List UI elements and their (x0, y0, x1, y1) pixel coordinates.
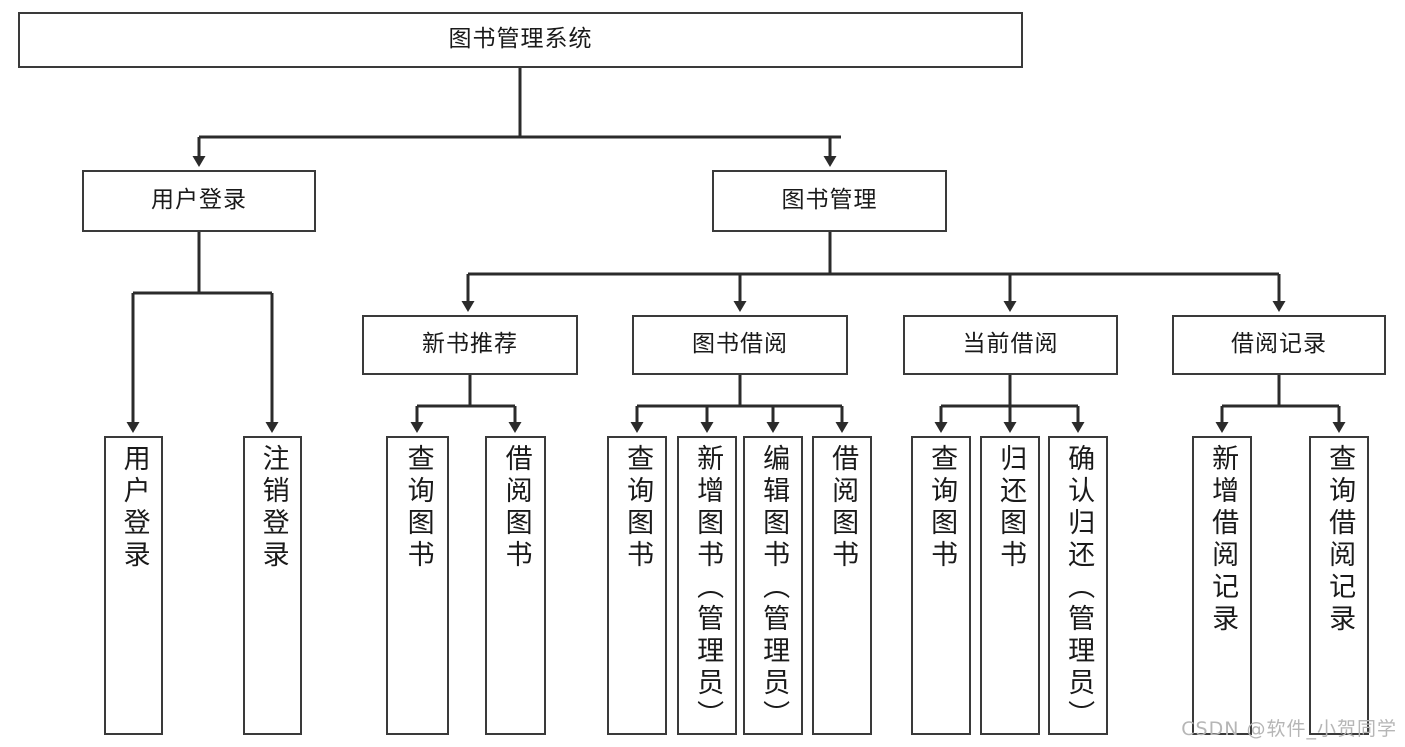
leaf-query-book-3[interactable]: 查询图书 (911, 436, 971, 735)
node-new-book-rec-label: 新书推荐 (422, 331, 518, 358)
node-root-label: 图书管理系统 (448, 26, 593, 53)
leaf-user-login[interactable]: 用户登录 (104, 436, 163, 735)
node-root[interactable]: 图书管理系统 (18, 12, 1023, 68)
node-current-borrow-label: 当前借阅 (962, 331, 1059, 358)
leaf-add-record-label: 新增借阅记录 (1207, 444, 1239, 636)
leaf-borrow-book-2[interactable]: 借阅图书 (812, 436, 872, 735)
leaf-query-record-label: 查询借阅记录 (1324, 444, 1356, 636)
leaf-edit-book[interactable]: 编辑图书（管理员） (743, 436, 803, 735)
node-borrow-record[interactable]: 借阅记录 (1172, 315, 1386, 375)
leaf-logout[interactable]: 注销登录 (243, 436, 302, 735)
leaf-query-record[interactable]: 查询借阅记录 (1309, 436, 1369, 735)
leaf-confirm-return[interactable]: 确认归还（管理员） (1048, 436, 1108, 735)
leaf-borrow-book-1-label: 借阅图书 (500, 444, 532, 572)
leaf-borrow-book-1[interactable]: 借阅图书 (485, 436, 546, 735)
csdn-watermark: CSDN @软件_小贺同学 (1181, 718, 1397, 740)
leaf-query-book-1-label: 查询图书 (402, 444, 434, 572)
node-user-login[interactable]: 用户登录 (82, 170, 316, 232)
leaf-return-book[interactable]: 归还图书 (980, 436, 1040, 735)
node-user-login-label: 用户登录 (151, 187, 247, 214)
leaf-return-book-label: 归还图书 (995, 444, 1027, 572)
node-book-borrow-label: 图书借阅 (692, 331, 788, 358)
leaf-edit-book-label: 编辑图书（管理员） (758, 444, 790, 732)
leaf-query-book-2-label: 查询图书 (622, 444, 654, 572)
node-book-borrow[interactable]: 图书借阅 (632, 315, 848, 375)
node-current-borrow[interactable]: 当前借阅 (903, 315, 1118, 375)
leaf-query-book-1[interactable]: 查询图书 (386, 436, 449, 735)
node-new-book-rec[interactable]: 新书推荐 (362, 315, 578, 375)
leaf-logout-label: 注销登录 (257, 444, 289, 572)
leaf-add-book-label: 新增图书（管理员） (692, 444, 724, 732)
leaf-confirm-return-label: 确认归还（管理员） (1063, 444, 1095, 732)
leaf-borrow-book-2-label: 借阅图书 (827, 444, 859, 572)
leaf-add-book[interactable]: 新增图书（管理员） (677, 436, 737, 735)
leaf-user-login-label: 用户登录 (118, 444, 150, 572)
leaf-query-book-2[interactable]: 查询图书 (607, 436, 667, 735)
leaf-add-record[interactable]: 新增借阅记录 (1192, 436, 1252, 735)
node-book-manage-label: 图书管理 (781, 187, 878, 214)
node-book-manage[interactable]: 图书管理 (712, 170, 947, 232)
node-borrow-record-label: 借阅记录 (1231, 331, 1327, 358)
leaf-query-book-3-label: 查询图书 (926, 444, 958, 572)
